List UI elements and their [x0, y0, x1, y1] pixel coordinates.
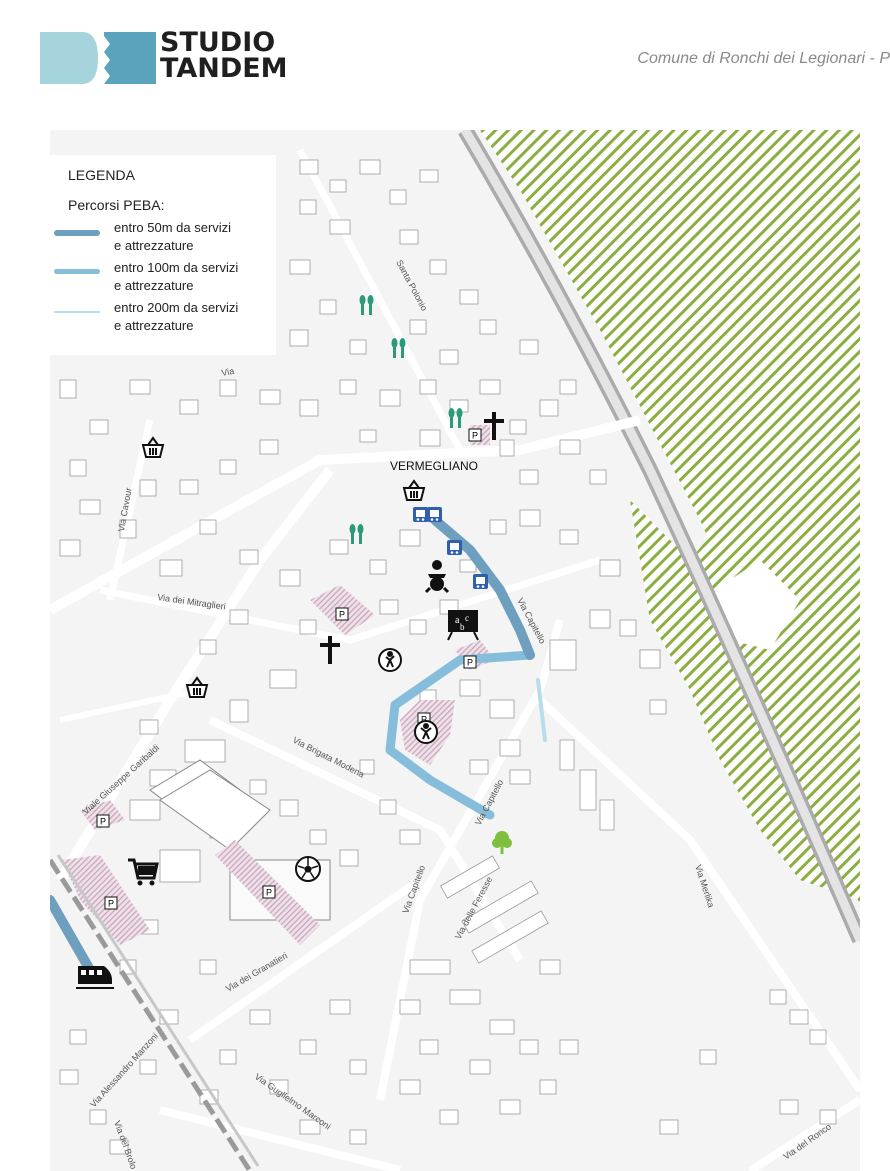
shopping-basket-icon — [402, 479, 426, 501]
playground-icon — [414, 720, 438, 744]
logo-line-2: TANDEM — [160, 53, 288, 84]
svg-text:P: P — [108, 899, 114, 909]
svg-text:P: P — [100, 817, 106, 827]
legend-item-100m: entro 100m da servizi e attrezzature — [114, 259, 274, 295]
svg-text:P: P — [472, 431, 478, 441]
parking-icon: P — [335, 607, 349, 621]
svg-text:c: c — [465, 613, 469, 623]
restaurant-icon — [359, 295, 374, 315]
legend-item-label: entro 200m da servizi — [114, 300, 239, 315]
parking-icon: P — [463, 655, 477, 669]
parking-icon: P — [468, 428, 482, 442]
legend-item-label: entro 50m da servizi — [114, 220, 232, 235]
legend-subheading: Percorsi PEBA: — [68, 197, 165, 213]
playground-icon — [378, 648, 402, 672]
legend-item-200m: entro 200m da servizi e attrezzature — [114, 299, 274, 335]
buildings — [59, 159, 837, 1155]
route-50m-station — [50, 895, 95, 975]
parking-icon: P — [262, 885, 276, 899]
football-icon — [295, 856, 321, 882]
svg-text:a: a — [455, 615, 460, 626]
logo-line-1: STUDIO — [160, 27, 276, 58]
route-200m — [536, 678, 547, 742]
restaurant-icon — [391, 338, 406, 358]
svg-text:P: P — [266, 888, 272, 898]
green-area-north — [480, 130, 860, 905]
svg-text:P: P — [421, 715, 427, 725]
nursery-icon — [424, 560, 450, 594]
parking-icon: P — [104, 896, 118, 910]
shopping-basket-icon — [141, 436, 165, 458]
legend-item-50m: entro 50m da servizi e attrezzature — [114, 219, 274, 255]
bus-stop-icon — [427, 507, 442, 522]
shopping-basket-icon — [185, 676, 209, 698]
svg-text:b: b — [460, 622, 465, 632]
legend-item-label: e attrezzature — [114, 278, 194, 293]
document-header-title: Comune di Ronchi dei Legionari - P — [637, 50, 890, 67]
church-cross-icon — [484, 412, 504, 440]
legend-swatch-100m — [54, 269, 100, 274]
map-legend: LEGENDA Percorsi PEBA: entro 50m da serv… — [50, 155, 276, 355]
svg-text:P: P — [339, 610, 345, 620]
railway — [50, 858, 253, 1171]
place-label-vermegliano: VERMEGLIANO — [390, 459, 478, 473]
restaurant-icon — [349, 524, 364, 544]
restaurant-icon — [448, 408, 463, 428]
shopping-cart-icon — [128, 858, 159, 886]
legend-item-label: e attrezzature — [114, 318, 194, 333]
train-icon — [76, 966, 114, 989]
legend-item-label: entro 100m da servizi — [114, 260, 239, 275]
legend-swatch-50m — [54, 230, 100, 236]
bus-stop-icon — [473, 574, 488, 589]
church-cross-icon — [320, 636, 340, 664]
logo-wordmark: STUDIO TANDEM — [160, 27, 288, 84]
tree-icon — [492, 831, 512, 854]
legend-swatch-200m — [54, 311, 100, 313]
svg-text:P: P — [467, 658, 473, 668]
legend-item-label: e attrezzature — [114, 238, 194, 253]
legend-heading: LEGENDA — [68, 167, 135, 183]
parking-icon: P — [96, 814, 110, 828]
studio-tandem-logo — [40, 32, 156, 84]
bus-stop-icon — [447, 540, 462, 555]
street-label: Via — [221, 366, 235, 378]
bus-stop-icon — [413, 507, 428, 522]
